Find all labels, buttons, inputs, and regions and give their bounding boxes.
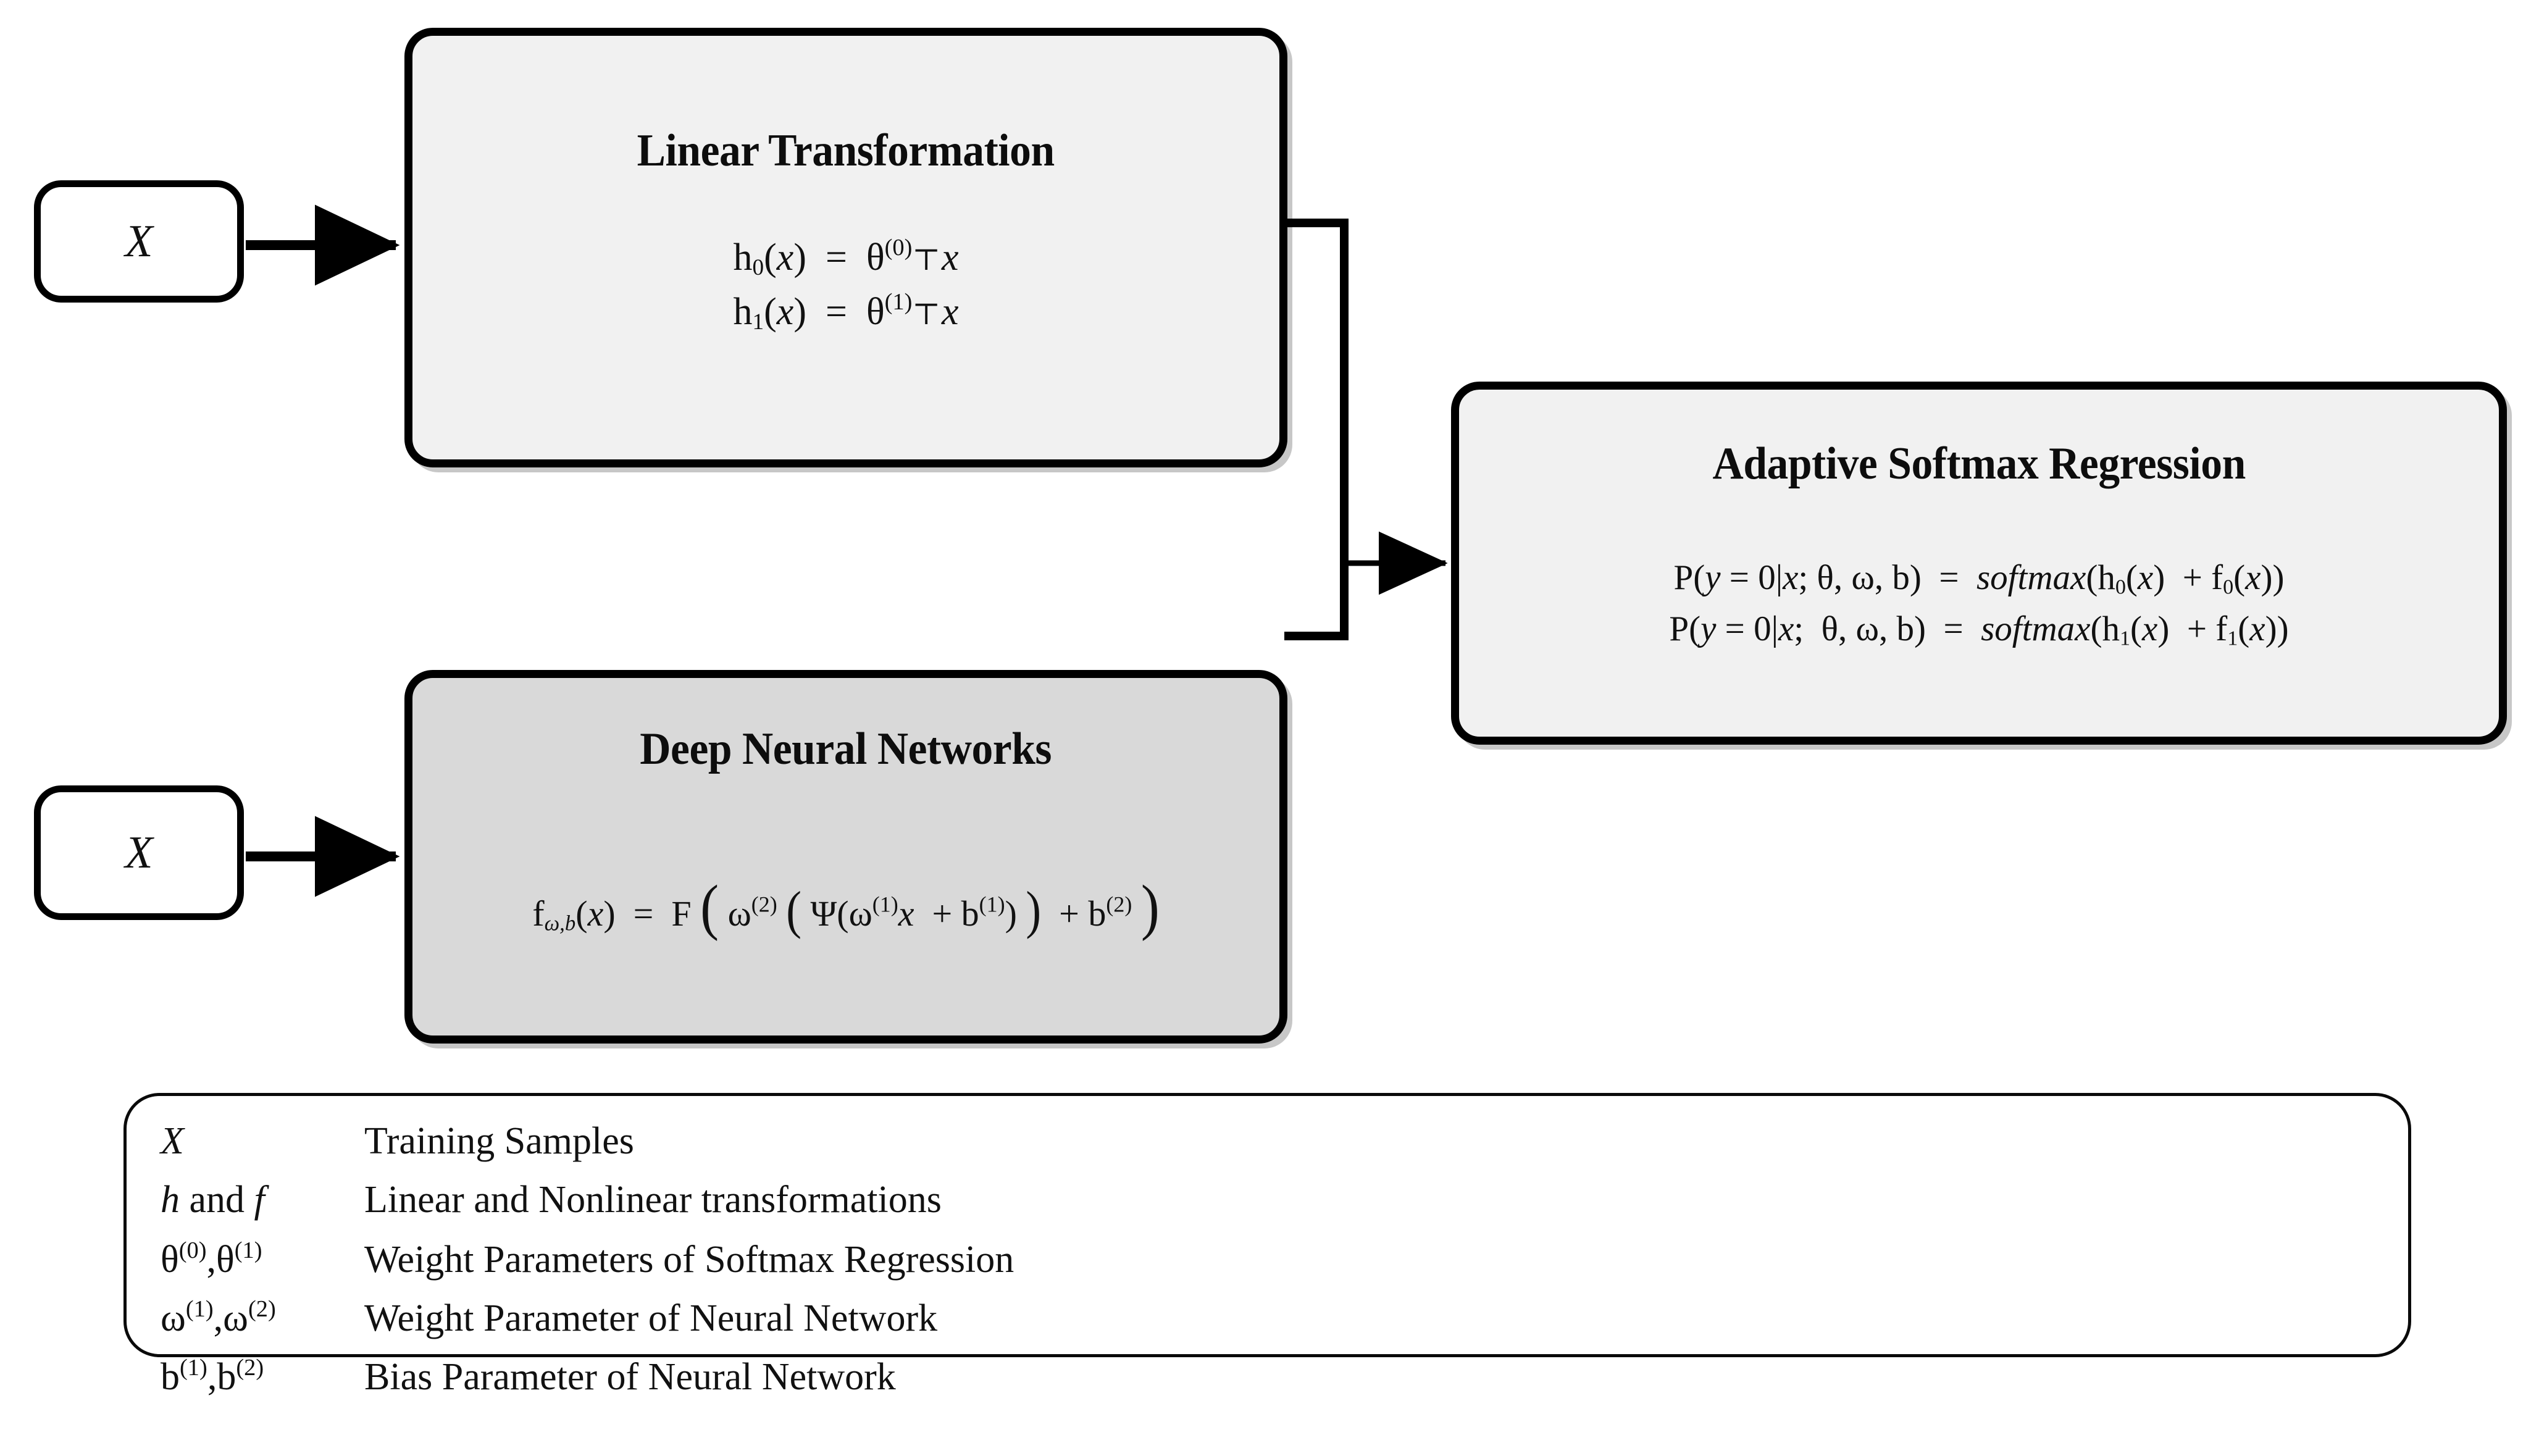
deep-neural-networks-box[interactable]: Deep Neural Networks fω,b(x) = F ( ω(2) … xyxy=(404,670,1287,1044)
legend-row: X Training Samples xyxy=(161,1119,2408,1178)
legend-row: ω(1),ω(2) Weight Parameter of Neural Net… xyxy=(161,1295,2408,1354)
adaptive-softmax-regression-box[interactable]: Adaptive Softmax Regression P(y = 0|x; θ… xyxy=(1451,382,2507,745)
input-x-top-label: X xyxy=(125,216,153,267)
input-x-bottom[interactable]: X xyxy=(34,785,244,920)
input-x-bottom-label: X xyxy=(125,827,153,878)
legend-description: Bias Parameter of Neural Network xyxy=(364,1356,896,1399)
linear-transformation-title: Linear Transformation xyxy=(637,125,1055,176)
adaptive-softmax-regression-equations: P(y = 0|x; θ, ω, b) = softmax(h0(x) + f0… xyxy=(1669,552,2288,655)
legend-box: X Training Samples h and f Linear and No… xyxy=(123,1093,2411,1398)
legend-symbol: θ(0),θ(1) xyxy=(161,1237,262,1281)
legend-symbol: X xyxy=(161,1120,184,1162)
equation-p1: P(y = 0|x; θ, ω, b) = softmax(h1(x) + f1… xyxy=(1669,609,2289,650)
input-x-top[interactable]: X xyxy=(34,180,244,303)
legend-description: Linear and Nonlinear transformations xyxy=(364,1179,942,1221)
adaptive-softmax-regression-title: Adaptive Softmax Regression xyxy=(1712,438,2246,489)
deep-neural-networks-title: Deep Neural Networks xyxy=(640,724,1052,774)
legend-symbol: b(1),b(2) xyxy=(161,1355,264,1399)
legend-description: Weight Parameters of Softmax Regression xyxy=(364,1239,1014,1281)
legend-row: h and f Linear and Nonlinear transformat… xyxy=(161,1178,2408,1237)
legend-symbol: ω(1),ω(2) xyxy=(161,1296,276,1340)
linear-transformation-equations: h0(x) = θ(0)⊤x h1(x) = θ(1)⊤x xyxy=(734,230,959,339)
legend-row: θ(0),θ(1) Weight Parameters of Softmax R… xyxy=(161,1237,2408,1295)
deep-neural-networks-equation: fω,b(x) = F ( ω(2) ( Ψ(ω(1)x + b(1)) ) +… xyxy=(532,873,1160,942)
legend-description: Training Samples xyxy=(364,1120,634,1162)
equation-h1: h1(x) = θ(1)⊤x xyxy=(733,289,959,335)
legend-row: b(1),b(2) Bias Parameter of Neural Netwo… xyxy=(161,1354,2408,1413)
linear-transformation-box[interactable]: Linear Transformation h0(x) = θ(0)⊤x h1(… xyxy=(404,28,1287,467)
legend-description: Weight Parameter of Neural Network xyxy=(364,1297,938,1340)
equation-h0: h0(x) = θ(0)⊤x xyxy=(733,235,959,281)
legend-symbol: h and f xyxy=(161,1179,265,1221)
equation-p0: P(y = 0|x; θ, ω, b) = softmax(h0(x) + f0… xyxy=(1673,558,2285,599)
